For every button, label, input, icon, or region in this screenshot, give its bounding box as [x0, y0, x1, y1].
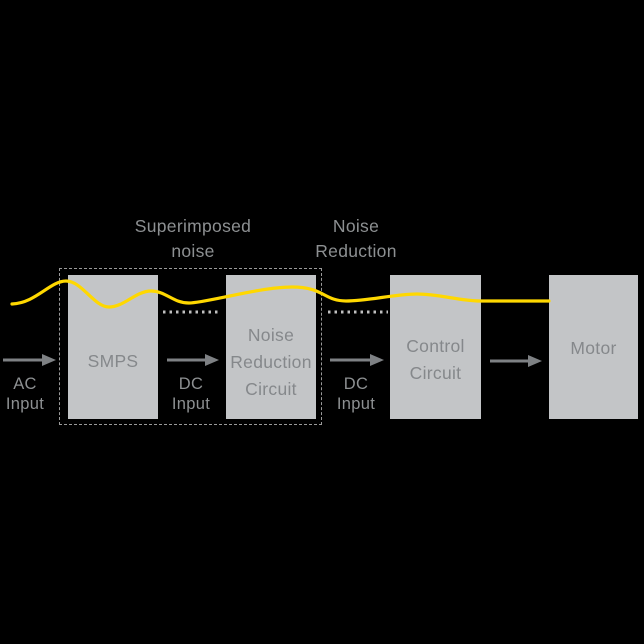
- label-dc-input-smps: DC Input: [171, 375, 211, 413]
- label-superimposed-noise: Superimposed noise: [134, 216, 252, 261]
- block-motor: Motor: [549, 275, 638, 419]
- block-smps-label: SMPS: [87, 350, 139, 371]
- arrow-nrc-to-control: [330, 354, 384, 366]
- block-control-circuit-label: Control Circuit: [406, 336, 465, 383]
- arrow-ac-to-smps: [3, 354, 56, 366]
- block-motor-label: Motor: [570, 337, 617, 358]
- superimposed-noise-region-box: [59, 268, 322, 425]
- label-dc-input-control: DC Input: [336, 375, 376, 413]
- label-noise-reduction: Noise Reduction: [315, 216, 397, 261]
- block-noise-reduction-circuit-label: Noise Reduction Circuit: [230, 324, 312, 399]
- arrow-smps-to-nrc: [167, 354, 219, 366]
- label-ac-input: AC Input: [5, 375, 45, 413]
- arrow-control-to-motor: [490, 355, 542, 367]
